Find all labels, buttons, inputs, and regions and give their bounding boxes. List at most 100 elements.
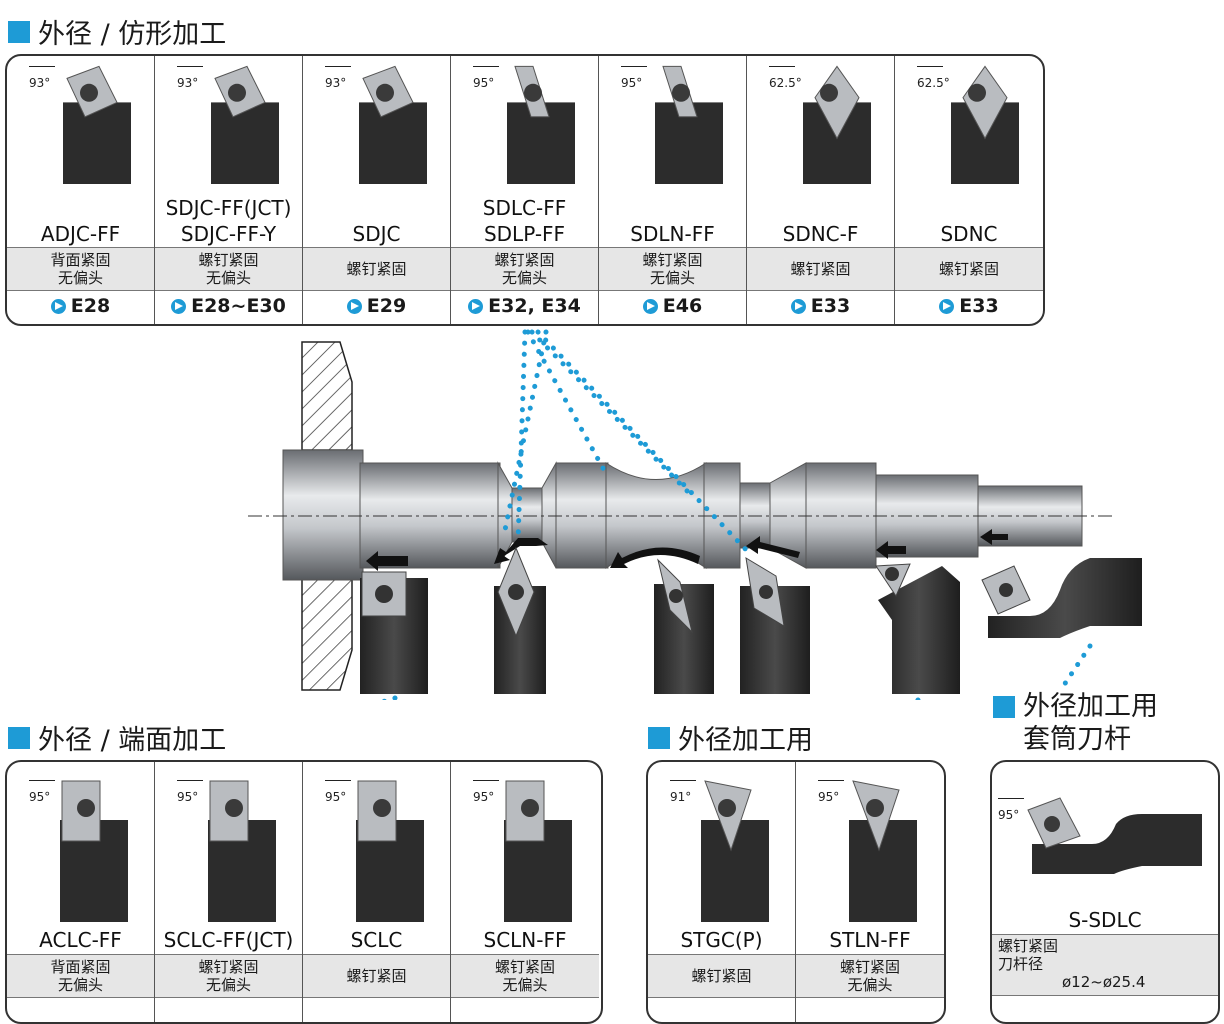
clamp-type-row: 螺钉紧固 无偏头 xyxy=(155,247,302,291)
section-title-od-facing: 外径 / 端面加工 xyxy=(8,718,226,757)
model-name: SDJC-FF-Y xyxy=(180,222,277,246)
approach-angle-label: 62.5° xyxy=(917,76,950,90)
tool-cell[interactable]: 91°STGC(P) 螺钉紧固 xyxy=(648,762,796,1022)
clamp-type-row: 螺钉紧固 无偏头 xyxy=(796,954,944,998)
tool-holder-sdnc xyxy=(494,546,546,694)
tool-holder-sdlc xyxy=(654,558,714,694)
angle-marker-icon xyxy=(917,66,943,77)
clamp-type: 螺钉紧固 xyxy=(642,251,703,269)
tool-holder-image xyxy=(347,772,433,926)
angle-marker-icon xyxy=(670,780,696,791)
angle-marker-icon xyxy=(29,66,55,77)
arrow-right-icon xyxy=(346,298,362,314)
angle-marker-icon xyxy=(621,66,647,77)
clamp-note: 无偏头 xyxy=(502,976,548,994)
tool-holder-sdln xyxy=(875,563,960,694)
clamp-type-row: 螺钉紧固 xyxy=(303,954,450,998)
tool-holder-image xyxy=(692,772,778,926)
tool-cell[interactable]: 62.5° SDNC 螺钉紧固 E33 xyxy=(895,56,1043,324)
approach-angle-label: 93° xyxy=(325,76,347,90)
page-reference: E32, E34 xyxy=(488,295,581,317)
tool-cell[interactable]: 62.5°SDNC-F 螺钉紧固 E33 xyxy=(747,56,895,324)
angle-marker-icon xyxy=(325,66,351,77)
angle-marker-icon xyxy=(473,66,499,77)
section-title-od-profiling: 外径 / 仿形加工 xyxy=(8,12,226,51)
page-reference: E33 xyxy=(959,295,999,317)
clamp-type-row: 螺钉紧固 无偏头 xyxy=(599,247,746,291)
tool-cell[interactable]: 95°SCLC-FF(JCT) 螺钉紧固 无偏头 xyxy=(155,762,303,1022)
page-reference-link[interactable]: E28 xyxy=(7,292,154,320)
tool-cell[interactable]: 93°ADJC-FF 背面紧固 无偏头 E28 xyxy=(7,56,155,324)
tool-cell[interactable]: 95°SDLN-FF 螺钉紧固 无偏头 E46 xyxy=(599,56,747,324)
page-reference-link[interactable]: E28~E30 xyxy=(155,292,302,320)
clamp-note: 无偏头 xyxy=(501,269,547,287)
angle-marker-icon xyxy=(769,66,795,77)
clamp-type: 背面紧固 xyxy=(50,251,111,269)
clamp-type: 螺钉紧固 xyxy=(938,260,999,278)
chuck-jaw-lower xyxy=(301,569,353,691)
clamp-type: 背面紧固 xyxy=(50,958,111,976)
angle-marker-icon xyxy=(473,780,499,791)
model-name: SDLP-FF xyxy=(483,222,566,246)
boring-bar-image xyxy=(1022,784,1202,888)
angle-marker-icon xyxy=(29,780,55,791)
page-reference-link[interactable]: E33 xyxy=(895,292,1043,320)
clamp-type: 螺钉紧固 xyxy=(346,260,407,278)
page-reference: E46 xyxy=(662,295,703,317)
clamp-type: 螺钉紧固 xyxy=(790,260,851,278)
feed-arrows xyxy=(366,529,1008,571)
tool-holder-image xyxy=(797,64,877,188)
section-title-od-machining: 外径加工用 xyxy=(648,718,813,757)
arrow-right-icon xyxy=(939,298,955,314)
clamp-note: 无偏头 xyxy=(205,976,251,994)
tool-cell[interactable]: 93° SDJC 螺钉紧固 E29 xyxy=(303,56,451,324)
tool-holder-image xyxy=(57,64,137,188)
clamp-type: 螺钉紧固 xyxy=(198,251,259,269)
approach-angle-label: 93° xyxy=(177,76,199,90)
tool-holder-image xyxy=(840,772,926,926)
clamp-type-row: 螺钉紧固 无偏头 xyxy=(451,954,599,998)
model-name-line1: SDLC-FF xyxy=(482,196,567,220)
page-reference-link[interactable]: E33 xyxy=(747,292,894,320)
shank-range: ø12~ø25.4 xyxy=(1062,973,1146,991)
angle-marker-icon xyxy=(818,780,844,791)
model-name: STLN-FF xyxy=(829,928,911,952)
tool-holder-image xyxy=(495,772,581,926)
page-reference: E28~E30 xyxy=(191,295,286,317)
model-name: SDNC xyxy=(940,222,998,246)
section-marker-icon xyxy=(8,20,30,43)
clamp-type-row: 螺钉紧固 无偏头 xyxy=(155,954,302,998)
model-name: SDJC xyxy=(352,222,401,246)
clamp-type: 螺钉紧固 xyxy=(494,958,555,976)
section-marker-icon xyxy=(993,696,1015,718)
approach-angle-label: 95° xyxy=(29,790,51,804)
model-name: SCLN-FF xyxy=(483,928,567,952)
page-reference-link[interactable]: E29 xyxy=(303,292,450,320)
clamp-type-row: 螺钉紧固 xyxy=(895,247,1043,291)
model-name-line1: SDJC-FF(JCT) xyxy=(165,196,292,220)
page-reference-link[interactable]: E32, E34 xyxy=(451,292,598,320)
page-reference-link[interactable]: E46 xyxy=(599,292,746,320)
model-name: S-SDLC xyxy=(1068,908,1142,932)
clamp-type-row: 背面紧固 无偏头 xyxy=(7,247,154,291)
tool-holder-image xyxy=(205,64,285,188)
tool-cell[interactable]: 95°SCLN-FF 螺钉紧固 无偏头 xyxy=(451,762,599,1022)
approach-angle-label: 91° xyxy=(670,790,692,804)
model-name: SCLC-FF(JCT) xyxy=(163,928,294,952)
tool-holder-image xyxy=(51,772,137,926)
tool-holder-image xyxy=(199,772,285,926)
clamp-note: 无偏头 xyxy=(649,269,695,287)
boring-bar-s-sdlc xyxy=(981,558,1142,638)
tool-cell[interactable]: 95°SCLC 螺钉紧固 xyxy=(303,762,451,1022)
tool-cell[interactable]: 95°STLN-FF 螺钉紧固 无偏头 xyxy=(796,762,944,1022)
clamp-type-row: 螺钉紧固 xyxy=(747,247,894,291)
clamp-type-row: 背面紧固 无偏头 xyxy=(7,954,154,998)
model-name: STGC(P) xyxy=(680,928,763,952)
clamp-type: 螺钉紧固 xyxy=(839,958,900,976)
tool-cell[interactable]: 93° SDJC-FF(JCT)SDJC-FF-Y 螺钉紧固 无偏头 E28~E3… xyxy=(155,56,303,324)
section-title-sleeve-holder: 外径加工用 套筒刀杆 xyxy=(993,690,1158,756)
tool-cell[interactable]: 95°ACLC-FF 背面紧固 无偏头 xyxy=(7,762,155,1022)
od-profiling-tool-table: 93°ADJC-FF 背面紧固 无偏头 E28 93°SDJC-FF(JCT)S… xyxy=(5,54,1045,326)
arrow-right-icon xyxy=(468,298,484,314)
